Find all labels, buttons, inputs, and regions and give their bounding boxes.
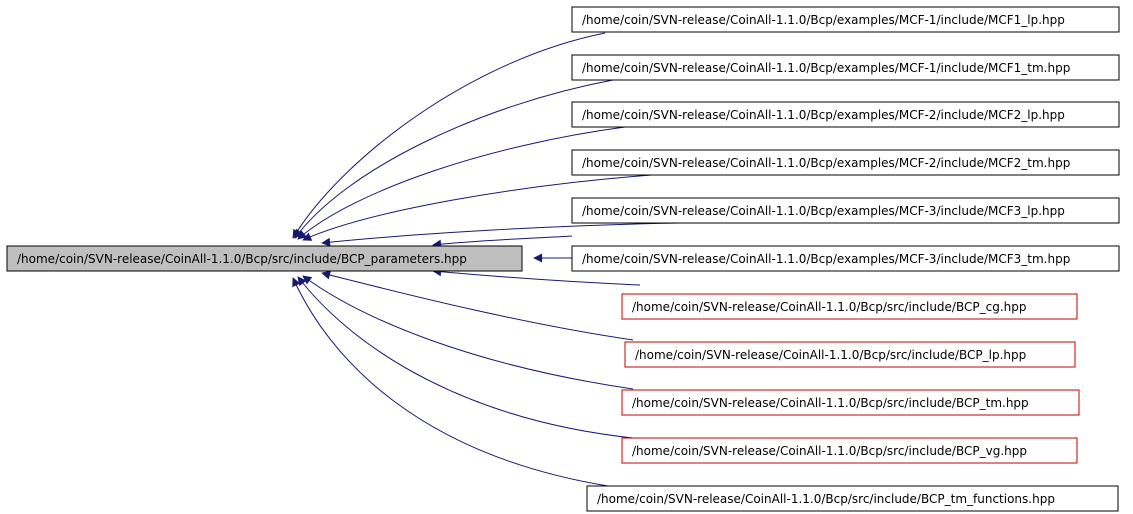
- include-edge: [302, 275, 634, 390]
- includer-node-label: /home/coin/SVN-release/CoinAll-1.1.0/Bcp…: [632, 300, 1026, 314]
- includer-node-box: [571, 101, 1120, 128]
- includer-node-label: /home/coin/SVN-release/CoinAll-1.1.0/Bcp…: [632, 444, 1027, 458]
- include-edge: [297, 126, 626, 240]
- includer-node[interactable]: /home/coin/SVN-release/CoinAll-1.1.0/Bcp…: [621, 293, 1078, 320]
- include-edge: [292, 32, 606, 239]
- includer-node[interactable]: /home/coin/SVN-release/CoinAll-1.1.0/Bcp…: [571, 149, 1120, 176]
- includer-node-box: [571, 149, 1120, 176]
- includer-node[interactable]: /home/coin/SVN-release/CoinAll-1.1.0/Bcp…: [571, 197, 1120, 224]
- include-edge: [297, 276, 634, 439]
- root-node-box: [6, 245, 523, 272]
- includer-node-label: /home/coin/SVN-release/CoinAll-1.1.0/Bcp…: [635, 348, 1026, 362]
- includer-node-label: /home/coin/SVN-release/CoinAll-1.1.0/Bcp…: [582, 108, 1065, 122]
- includer-node-label: /home/coin/SVN-release/CoinAll-1.1.0/Bcp…: [597, 492, 1055, 506]
- includer-node-box: [571, 197, 1120, 224]
- includer-node-label: /home/coin/SVN-release/CoinAll-1.1.0/Bcp…: [632, 396, 1029, 410]
- includer-node[interactable]: /home/coin/SVN-release/CoinAll-1.1.0/Bcp…: [571, 245, 1120, 272]
- includer-node-label: /home/coin/SVN-release/CoinAll-1.1.0/Bcp…: [582, 156, 1070, 170]
- includer-node[interactable]: /home/coin/SVN-release/CoinAll-1.1.0/Bcp…: [571, 6, 1120, 33]
- include-edge: [432, 267, 641, 286]
- include-edge: [294, 79, 614, 239]
- root-node[interactable]: /home/coin/SVN-release/CoinAll-1.1.0/Bcp…: [6, 245, 523, 272]
- includer-node[interactable]: /home/coin/SVN-release/CoinAll-1.1.0/Bcp…: [621, 437, 1078, 464]
- include-edge: [432, 235, 573, 249]
- include-edge: [302, 174, 653, 241]
- includer-node-box: [571, 54, 1120, 81]
- edges-layer: [292, 32, 681, 487]
- include-edge: [321, 222, 681, 247]
- includer-node-box: [621, 437, 1078, 464]
- include-edge: [292, 277, 609, 487]
- includer-node-label: /home/coin/SVN-release/CoinAll-1.1.0/Bcp…: [582, 61, 1070, 75]
- includer-node[interactable]: /home/coin/SVN-release/CoinAll-1.1.0/Bcp…: [571, 101, 1120, 128]
- includer-node-box: [621, 389, 1080, 416]
- includer-node-label: /home/coin/SVN-release/CoinAll-1.1.0/Bcp…: [582, 252, 1070, 266]
- root-node-label: /home/coin/SVN-release/CoinAll-1.1.0/Bcp…: [17, 252, 467, 266]
- includer-node-box: [571, 245, 1120, 272]
- includer-node[interactable]: /home/coin/SVN-release/CoinAll-1.1.0/Bcp…: [624, 341, 1076, 368]
- includer-node-label: /home/coin/SVN-release/CoinAll-1.1.0/Bcp…: [582, 13, 1065, 27]
- includer-node[interactable]: /home/coin/SVN-release/CoinAll-1.1.0/Bcp…: [586, 485, 1119, 512]
- includer-node[interactable]: /home/coin/SVN-release/CoinAll-1.1.0/Bcp…: [621, 389, 1080, 416]
- includer-node-label: /home/coin/SVN-release/CoinAll-1.1.0/Bcp…: [582, 204, 1065, 218]
- include-edge: [321, 270, 634, 341]
- includer-node-box: [624, 341, 1076, 368]
- includer-node-box: [571, 6, 1120, 33]
- includer-node-box: [586, 485, 1119, 512]
- includer-node[interactable]: /home/coin/SVN-release/CoinAll-1.1.0/Bcp…: [571, 54, 1120, 81]
- includer-node-box: [621, 293, 1078, 320]
